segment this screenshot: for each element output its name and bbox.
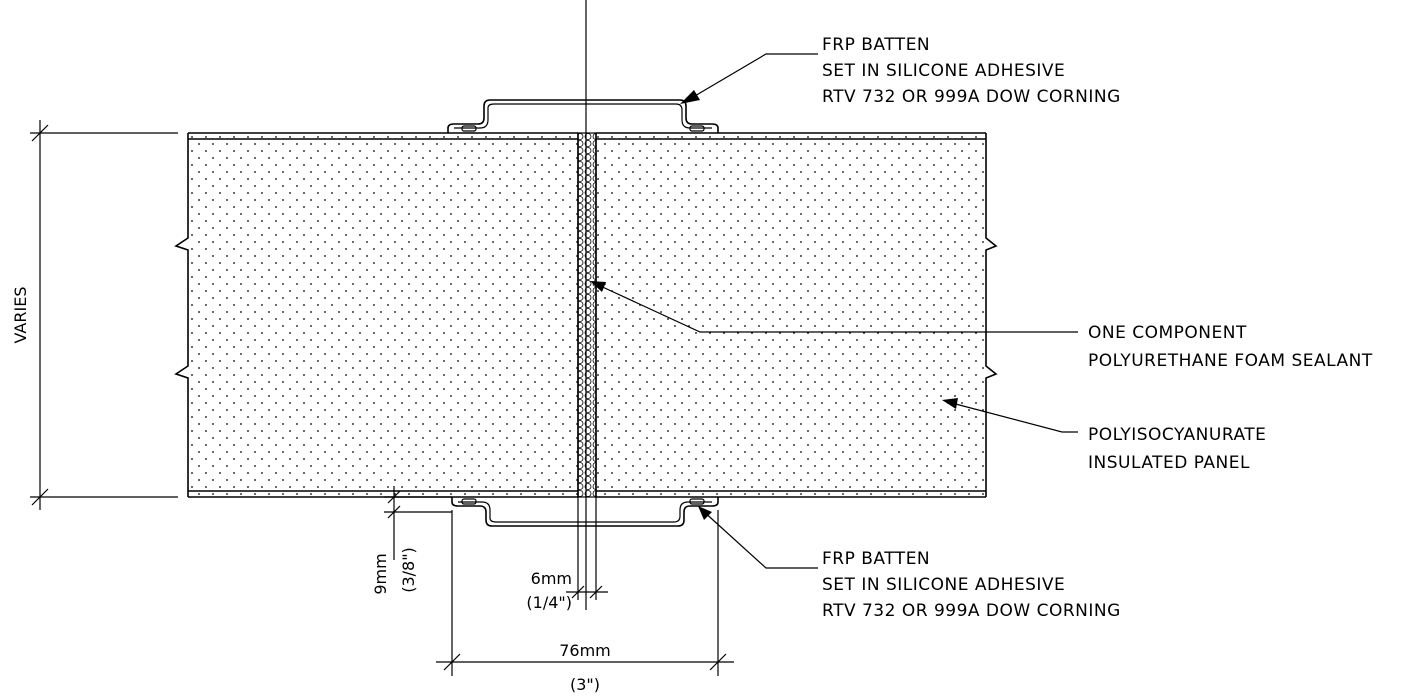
- note-batten-bottom-line2: SET IN SILICONE ADHESIVE: [822, 575, 1065, 595]
- leader-sealant: [590, 281, 1078, 333]
- dim-joint-imperial: (1/4"): [526, 593, 572, 612]
- leader-bottom-batten: [698, 506, 818, 569]
- note-sealant-line1: ONE COMPONENT: [1088, 323, 1247, 343]
- note-batten-bottom-line3: RTV 732 OR 999A DOW CORNING: [822, 601, 1121, 621]
- dim-offset-metric: 9mm: [371, 553, 390, 594]
- dim-thickness-label: VARIES: [11, 287, 30, 344]
- note-batten-top-line3: RTV 732 OR 999A DOW CORNING: [822, 87, 1121, 107]
- note-batten-top-line1: FRP BATTEN: [822, 35, 930, 55]
- note-sealant-line2: POLYURETHANE FOAM SEALANT: [1088, 351, 1373, 371]
- dimension-thickness: [30, 120, 178, 510]
- bottom-frp-batten: [451, 497, 719, 527]
- note-panel-line1: POLYISOCYANURATE: [1088, 425, 1266, 445]
- dim-width-metric: 76mm: [559, 641, 611, 660]
- right-insulated-panel: [595, 132, 998, 498]
- dim-joint-metric: 6mm: [531, 569, 572, 588]
- dim-offset-imperial: (3/8"): [399, 547, 418, 593]
- leader-top-batten: [680, 53, 818, 104]
- note-batten-top-line2: SET IN SILICONE ADHESIVE: [822, 61, 1065, 81]
- dim-width-imperial: (3"): [570, 675, 600, 694]
- leader-panel: [942, 398, 1078, 433]
- dimension-joint: [566, 497, 608, 600]
- note-panel-line2: INSULATED PANEL: [1088, 453, 1250, 473]
- foam-sealant-joint: [577, 132, 597, 498]
- note-batten-bottom-line1: FRP BATTEN: [822, 549, 930, 569]
- left-insulated-panel: [174, 132, 579, 498]
- dimension-offset: [384, 486, 452, 560]
- dimension-width: [436, 510, 734, 676]
- top-frp-batten: [447, 99, 719, 133]
